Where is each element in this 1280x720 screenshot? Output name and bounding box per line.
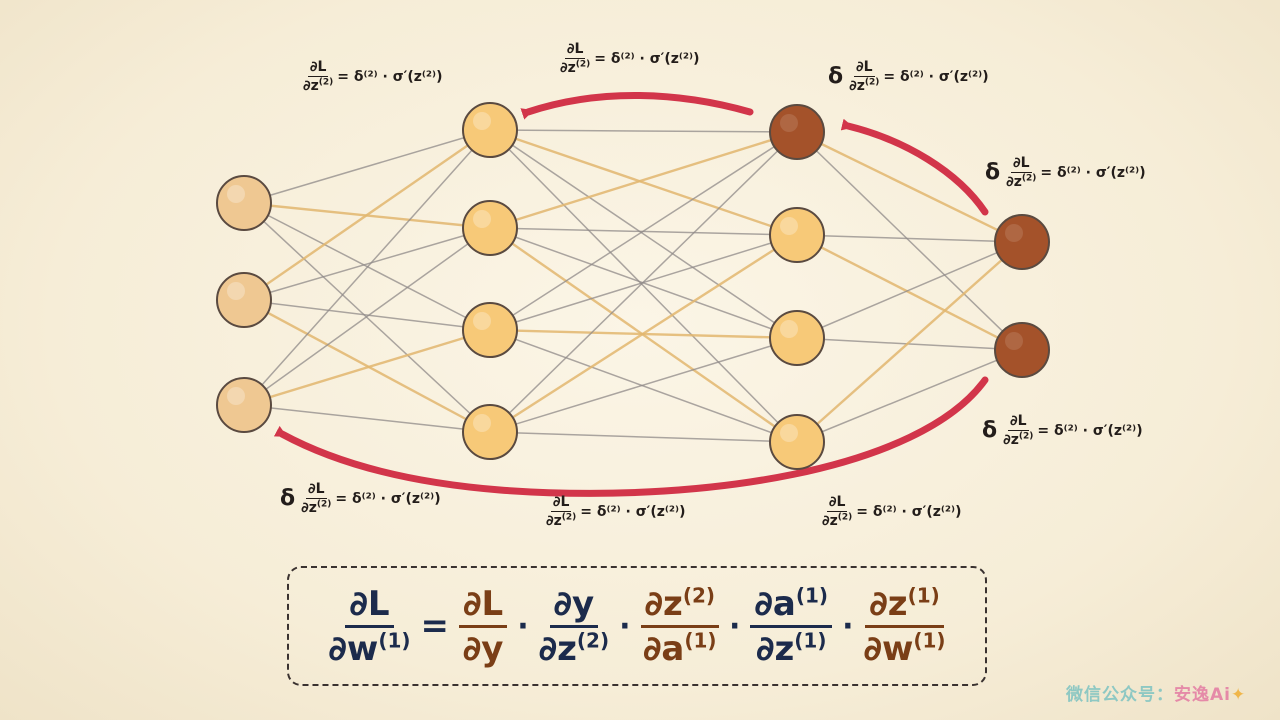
gradient-label-top-center: ∂L∂z(2) = δ⁽²⁾ · σ′(z⁽²⁾) xyxy=(560,41,700,76)
backprop-arrow-bottom xyxy=(273,376,989,497)
hidden1-node-2 xyxy=(462,200,518,256)
edge-input-node-2-to-hidden1-node-2 xyxy=(243,227,491,301)
edge-hidden1-node-1-to-hidden2-node-1 xyxy=(489,129,798,133)
edge-hidden1-node-4-to-hidden2-node-3 xyxy=(489,337,798,433)
edge-hidden1-node-3-to-hidden2-node-4 xyxy=(489,329,798,443)
dot-operator: · xyxy=(729,608,741,644)
output-node-1 xyxy=(994,214,1050,270)
edge-hidden2-node-2-to-output-node-2 xyxy=(796,233,1023,352)
output-node-2 xyxy=(994,322,1050,378)
input-node-2 xyxy=(216,272,272,328)
star-icon: ✦ xyxy=(1230,685,1247,705)
dot-operator: · xyxy=(619,608,631,644)
hidden2-node-3-highlight xyxy=(780,320,798,338)
edge-hidden1-node-3-to-hidden2-node-1 xyxy=(489,131,798,331)
hidden2-node-1-highlight xyxy=(780,114,798,132)
watermark: 微信公众号：安逸Ai✦ xyxy=(1066,685,1247,705)
backprop-arrows xyxy=(273,92,989,497)
edge-hidden2-node-1-to-output-node-2 xyxy=(796,131,1023,351)
chain-term-5: ∂z(1) ∂w(1) xyxy=(863,583,946,669)
chain-term-2: ∂y ∂z(2) xyxy=(538,583,610,669)
input-node-3-highlight xyxy=(227,387,245,405)
gradient-label-bottom-center: ∂L∂z(2) = δ⁽²⁾ · σ′(z⁽²⁾) xyxy=(546,494,686,529)
hidden1-node-3-highlight xyxy=(473,312,491,330)
dot-operator: · xyxy=(517,608,529,644)
edge-hidden2-node-1-to-output-node-1 xyxy=(796,130,1023,244)
backprop-arrow-right xyxy=(840,118,989,216)
gradient-label-output-top: δ ∂L∂z(2) = δ⁽²⁾ · σ′(z⁽²⁾) xyxy=(985,155,1146,190)
equals-sign: = xyxy=(420,606,450,646)
edge-hidden2-node-4-to-output-node-1 xyxy=(796,241,1023,443)
dot-operator: · xyxy=(842,608,854,644)
edge-hidden2-node-2-to-output-node-1 xyxy=(796,234,1023,243)
chain-term-1: ∂L ∂y xyxy=(459,587,508,666)
input-node-3 xyxy=(216,377,272,433)
hidden1-node-1-highlight xyxy=(473,112,491,130)
neuron-nodes xyxy=(216,102,1050,470)
gradient-label-bottom-right: ∂L∂z(2) = δ⁽²⁾ · σ′(z⁽²⁾) xyxy=(822,494,962,529)
edge-input-node-3-to-hidden1-node-3 xyxy=(243,328,491,407)
edge-hidden1-node-1-to-hidden2-node-4 xyxy=(489,129,798,443)
hidden2-node-2 xyxy=(769,207,825,263)
hidden2-node-4 xyxy=(769,414,825,470)
edge-input-node-3-to-hidden1-node-4 xyxy=(243,404,491,433)
gradient-label-bottom-left: δ ∂L∂z(2) = δ⁽²⁾ · σ′(z⁽²⁾) xyxy=(280,481,441,516)
hidden1-node-4 xyxy=(462,404,518,460)
hidden2-node-4-highlight xyxy=(780,424,798,442)
edge-input-node-2-to-hidden1-node-4 xyxy=(243,298,491,434)
edge-input-node-2-to-hidden1-node-1 xyxy=(243,129,491,301)
hidden2-node-1 xyxy=(769,104,825,160)
chain-rule-formula-box: ∂L ∂w(1) = ∂L ∂y · ∂y ∂z(2) · ∂z(2) ∂a(1… xyxy=(287,566,987,686)
edge-hidden2-node-3-to-output-node-1 xyxy=(796,241,1023,339)
edge-hidden1-node-1-to-hidden2-node-3 xyxy=(489,129,798,339)
chain-term-3: ∂z(2) ∂a(1) xyxy=(640,585,720,666)
edge-hidden1-node-2-to-hidden2-node-1 xyxy=(489,130,798,230)
hidden1-node-4-highlight xyxy=(473,414,491,432)
output-node-2-highlight xyxy=(1005,332,1023,350)
edge-hidden2-node-4-to-output-node-2 xyxy=(796,349,1023,443)
chain-lhs: ∂L ∂w(1) xyxy=(328,583,411,669)
gradient-label-top-left: ∂L∂z(2) = δ⁽²⁾ · σ′(z⁽²⁾) xyxy=(303,59,443,94)
edge-hidden2-node-3-to-output-node-2 xyxy=(796,337,1023,351)
input-node-1 xyxy=(216,175,272,231)
hidden1-node-1 xyxy=(462,102,518,158)
hidden1-node-2-highlight xyxy=(473,210,491,228)
edge-hidden1-node-4-to-hidden2-node-2 xyxy=(489,233,798,434)
edge-input-node-1-to-hidden1-node-4 xyxy=(243,202,491,433)
gradient-label-top-right: δ ∂L∂z(2) = δ⁽²⁾ · σ′(z⁽²⁾) xyxy=(828,59,989,94)
hidden1-node-3 xyxy=(462,302,518,358)
connection-lines xyxy=(243,128,1023,443)
output-node-1-highlight xyxy=(1005,224,1023,242)
edge-input-node-2-to-hidden1-node-3 xyxy=(243,299,491,331)
hidden2-node-2-highlight xyxy=(780,217,798,235)
chain-term-4: ∂a(1) ∂z(1) xyxy=(750,585,833,666)
backprop-arrow-top xyxy=(520,92,754,120)
edge-input-node-3-to-hidden1-node-2 xyxy=(243,227,491,406)
edge-input-node-3-to-hidden1-node-1 xyxy=(243,129,491,406)
hidden2-node-3 xyxy=(769,310,825,366)
edge-hidden1-node-4-to-hidden2-node-1 xyxy=(489,131,798,433)
gradient-label-output-bottom: δ ∂L∂z(2) = δ⁽²⁾ · σ′(z⁽²⁾) xyxy=(982,413,1143,448)
edge-input-node-1-to-hidden1-node-1 xyxy=(243,129,491,204)
edge-hidden1-node-4-to-hidden2-node-4 xyxy=(489,431,798,443)
edge-hidden1-node-1-to-hidden2-node-2 xyxy=(489,128,798,237)
input-node-2-highlight xyxy=(227,282,245,300)
input-node-1-highlight xyxy=(227,185,245,203)
